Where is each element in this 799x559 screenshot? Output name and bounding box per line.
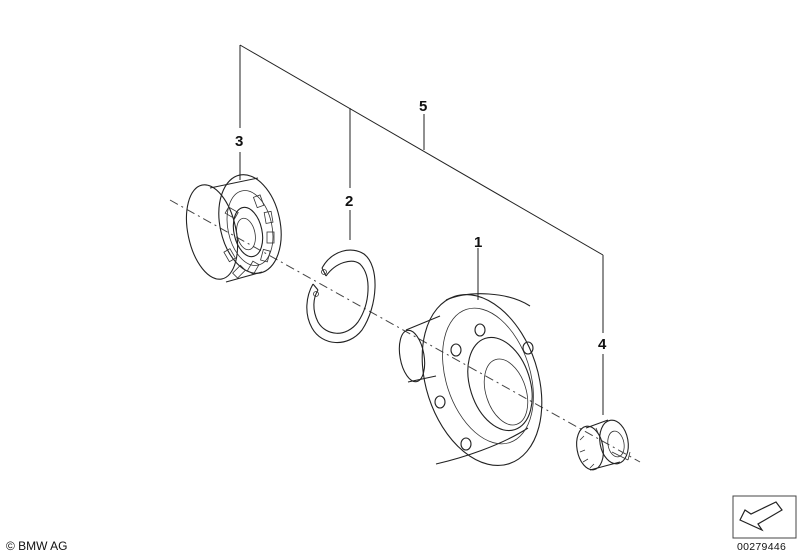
- wheel-hub: [398, 293, 543, 467]
- assembly-bracket-leader: [239, 44, 604, 415]
- callout-bearing: 3: [235, 133, 243, 150]
- navigation-arrow-icon: [732, 495, 797, 539]
- wheel-bearing: [185, 174, 282, 283]
- circlip: [306, 249, 376, 344]
- document-number: 00279446: [737, 541, 787, 553]
- copyright-notice: © BMW AG: [6, 539, 68, 553]
- callout-collar-nut: 4: [598, 336, 607, 353]
- callout-circlip: 2: [345, 193, 353, 210]
- callout-assembly-set: 5: [419, 98, 427, 115]
- collar-nut: [576, 419, 631, 471]
- callout-hub: 1: [474, 234, 482, 251]
